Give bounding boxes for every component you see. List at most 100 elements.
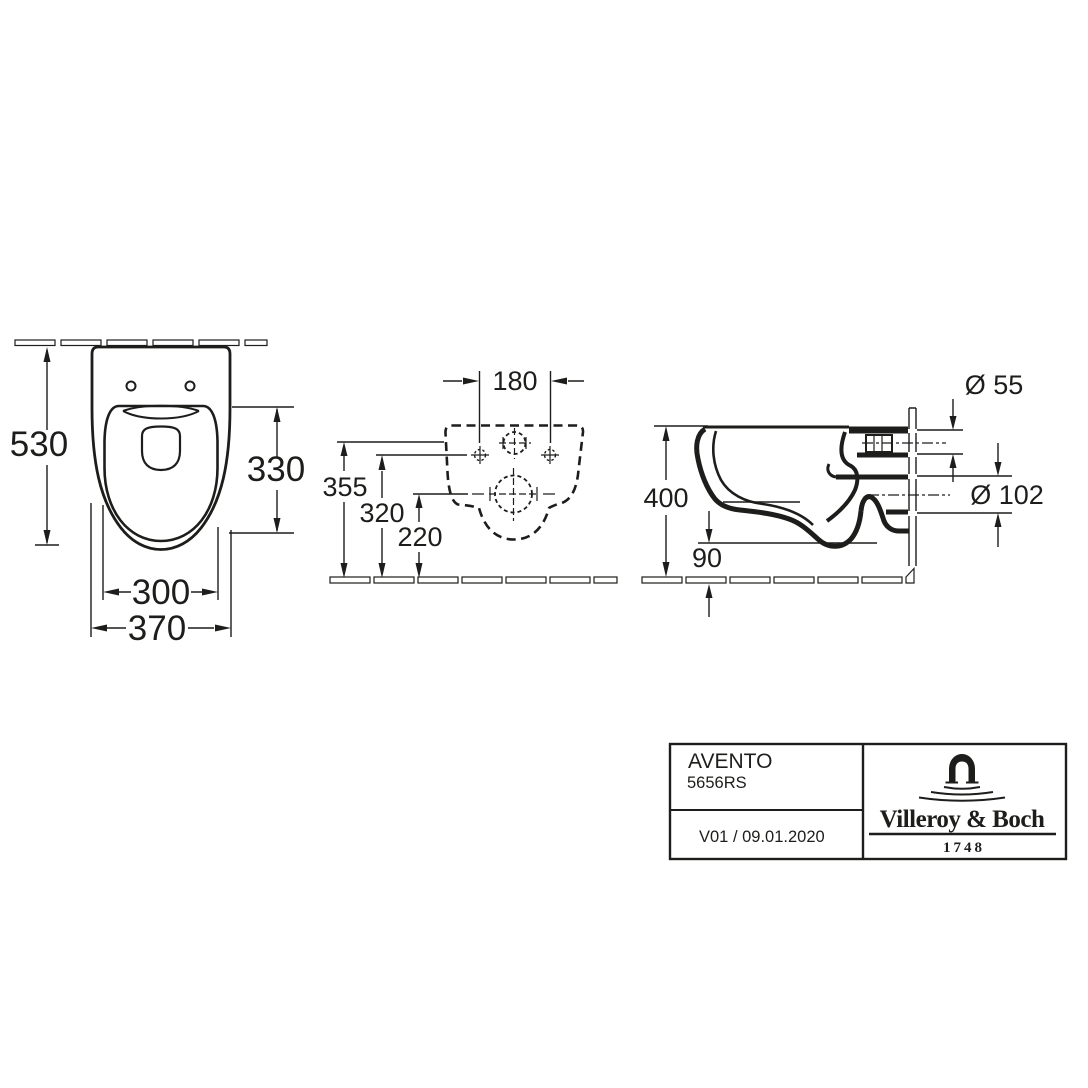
wall-hatch-segment [60, 339, 102, 347]
brand-established-year: 1748 [943, 840, 985, 856]
dim-fixing-height-label: 320 [359, 498, 404, 528]
floor-hatch-segment [729, 576, 771, 584]
dim-fixing-hole-spacing-label: 180 [492, 366, 537, 396]
dim-total-depth-label: 530 [10, 425, 68, 464]
arrowhead-up [415, 494, 423, 508]
dim-line [413, 493, 468, 563]
inlet-quadrant-ticks [502, 437, 527, 449]
seat-hinge-crescent [122, 404, 200, 420]
dim-line [376, 454, 467, 563]
dim-seat-depth: 330 [229, 406, 305, 534]
bowl-inner-opening [140, 425, 182, 472]
floor-wall-corner [905, 566, 915, 584]
dim-bowl-width: 300 [102, 505, 219, 612]
dim-line [917, 399, 963, 482]
dim-line [917, 443, 1012, 547]
floor-hatch-segment [329, 576, 371, 584]
dim-bowl-width-label: 300 [132, 573, 190, 612]
arrowhead-down [705, 529, 713, 543]
view-rear: 180 355 320 220 [322, 366, 618, 584]
dim-outlet-height-label: 220 [397, 522, 442, 552]
wall-hatch-segment [152, 339, 194, 347]
dim-bottom-clearance: 90 [692, 511, 877, 617]
dim-total-width: 370 [90, 503, 232, 648]
hinge-hole-left [125, 380, 137, 392]
floor-hatch-segment [773, 576, 815, 584]
dim-total-width-label: 370 [128, 609, 186, 648]
dim-total-depth: 530 [10, 347, 68, 546]
dim-fixing-hole-spacing: 180 [443, 366, 584, 443]
wall-hatch [14, 339, 268, 347]
toilet-body-outline [90, 345, 232, 551]
product-model-number: 5656RS [687, 774, 747, 792]
arrowhead-up [705, 584, 713, 598]
wall-line [908, 407, 917, 566]
outlet-centerlines [489, 468, 538, 521]
arrowhead-down [662, 562, 670, 577]
arrowhead-down [378, 563, 386, 578]
dim-line [698, 511, 877, 617]
fixing-hole-cross [541, 446, 559, 464]
rear-outline-dashed [444, 424, 585, 541]
logo-arch-icon [949, 754, 975, 782]
dim-outlet-diameter-label: Ø 102 [970, 480, 1044, 510]
arrowhead-left [551, 377, 567, 385]
dim-total-height-label: 400 [643, 483, 688, 513]
arrowhead-up [949, 454, 957, 468]
outlet-quadrant-ticks [472, 487, 555, 501]
dim-line [229, 406, 294, 534]
floor-hatch-side [641, 566, 915, 584]
dim-line [337, 441, 444, 563]
shell-front-outline [694, 426, 864, 549]
wall-hatch-segment [198, 339, 240, 347]
view-top: 530 330 300 370 [10, 339, 305, 648]
floor-hatch-segment [373, 576, 415, 584]
arrowhead-right [202, 588, 218, 596]
arrowhead-down [273, 518, 281, 533]
arrowhead-up [378, 455, 386, 470]
bowl-inner-line [711, 430, 814, 526]
dim-outlet-height: 220 [397, 493, 468, 578]
floor-hatch-segment [461, 576, 503, 584]
arrowhead-right [215, 624, 231, 632]
arrowhead-down [340, 563, 348, 578]
title-block: AVENTO 5656RS V01 / 09.01.2020 Villeroy … [668, 742, 1068, 861]
dim-total-height: 400 [643, 425, 708, 577]
brand-name: Villeroy & Boch [880, 806, 1045, 833]
arrowhead-up [43, 347, 51, 362]
dim-seat-depth-label: 330 [247, 450, 305, 489]
logo-ripples-icon [918, 786, 1006, 802]
dim-outlet-diameter: Ø 102 [917, 443, 1044, 547]
arrowhead-right [463, 377, 479, 385]
floor-hatch-segment [549, 576, 591, 584]
fixing-hole-cross [471, 446, 489, 464]
dim-inlet-diameter-label: Ø 55 [965, 370, 1024, 400]
floor-hatch-segment [417, 576, 459, 584]
arrowhead-left [103, 588, 119, 596]
brand-logo-icon [918, 754, 1006, 802]
dim-inlet-height-label: 355 [322, 472, 367, 502]
outlet-wave-outline [858, 494, 909, 534]
floor-hatch-segment [505, 576, 547, 584]
dim-inlet-diameter: Ø 55 [917, 370, 1023, 482]
floor-hatch-segment [685, 576, 727, 584]
hinge-hole-right [184, 380, 196, 392]
dim-inlet-height: 355 [322, 441, 444, 578]
wall-hatch-segment [106, 339, 148, 347]
arrowhead-up [273, 407, 281, 422]
wall-hatch-segment [244, 339, 268, 347]
product-series: AVENTO [688, 750, 772, 773]
view-side: 400 90 Ø 55 Ø 102 [641, 370, 1044, 617]
fixing-hole-left [471, 446, 489, 464]
arrowhead-up [662, 426, 670, 441]
wall-hatch-segment [14, 339, 56, 347]
arrowhead-up [994, 513, 1002, 527]
arrowhead-down [949, 416, 957, 430]
arrowhead-left [91, 624, 107, 632]
floor-hatch [329, 576, 618, 584]
dim-fixing-height: 320 [359, 454, 467, 578]
floor-hatch-segment [641, 576, 683, 584]
arrowhead-down [994, 462, 1002, 476]
drawing-revision: V01 / 09.01.2020 [699, 828, 825, 846]
